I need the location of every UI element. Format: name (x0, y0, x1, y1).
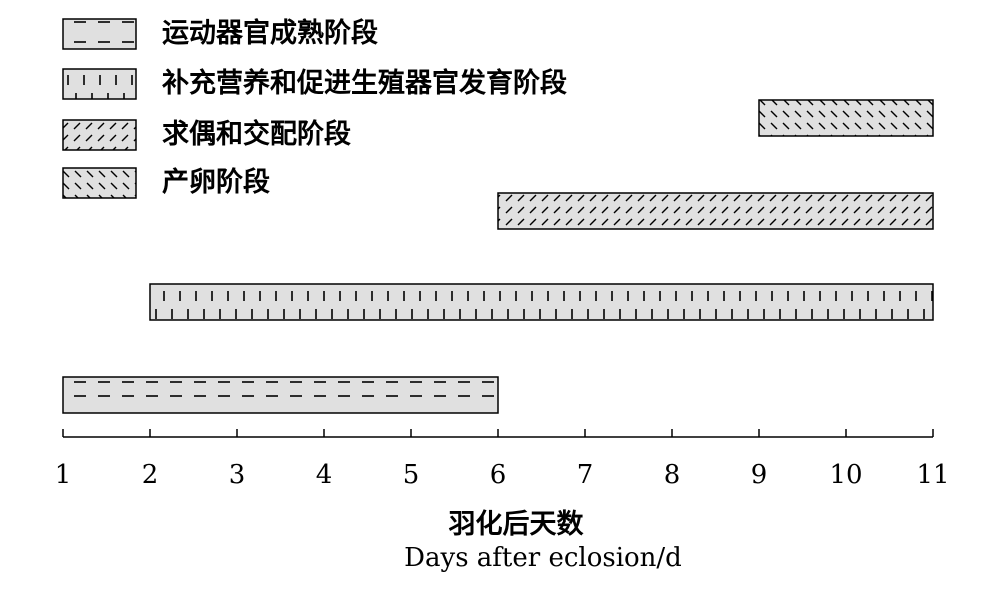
legend-swatch-2 (62, 68, 137, 100)
bar-3 (497, 192, 934, 230)
legend-label-2: 补充营养和促进生殖器官发育阶段 (162, 67, 567, 99)
x-tick-label-3: 3 (229, 460, 246, 490)
x-tick-label-4: 4 (316, 460, 333, 490)
x-tick-label-5: 5 (403, 460, 420, 490)
legend-swatch-3 (62, 119, 137, 151)
x-tick-label-1: 1 (55, 460, 72, 490)
x-tick-label-11: 11 (916, 460, 949, 490)
legend-label-3: 求偶和交配阶段 (162, 118, 351, 150)
legend-label-4: 产卵阶段 (162, 167, 270, 198)
bar-4 (758, 99, 934, 137)
x-tick-label-9: 9 (751, 460, 768, 490)
x-tick-label-6: 6 (490, 460, 507, 490)
bars (62, 99, 934, 414)
bar-1 (62, 376, 499, 414)
bar-2 (149, 283, 934, 321)
x-tick-label-8: 8 (664, 460, 681, 490)
legend-swatch-1 (62, 18, 137, 50)
x-tick-label-10: 10 (829, 460, 862, 490)
x-ticks: 1 2 3 4 5 6 7 8 9 10 11 (55, 429, 950, 490)
x-tick-label-2: 2 (142, 460, 159, 490)
x-axis-label-en: Days after eclosion/d (404, 543, 682, 573)
legend-swatch-4 (62, 167, 137, 199)
x-axis-label-cn: 羽化后天数 (449, 509, 585, 540)
x-tick-label-7: 7 (577, 460, 594, 490)
legend-label-1: 运动器官成熟阶段 (162, 17, 378, 49)
